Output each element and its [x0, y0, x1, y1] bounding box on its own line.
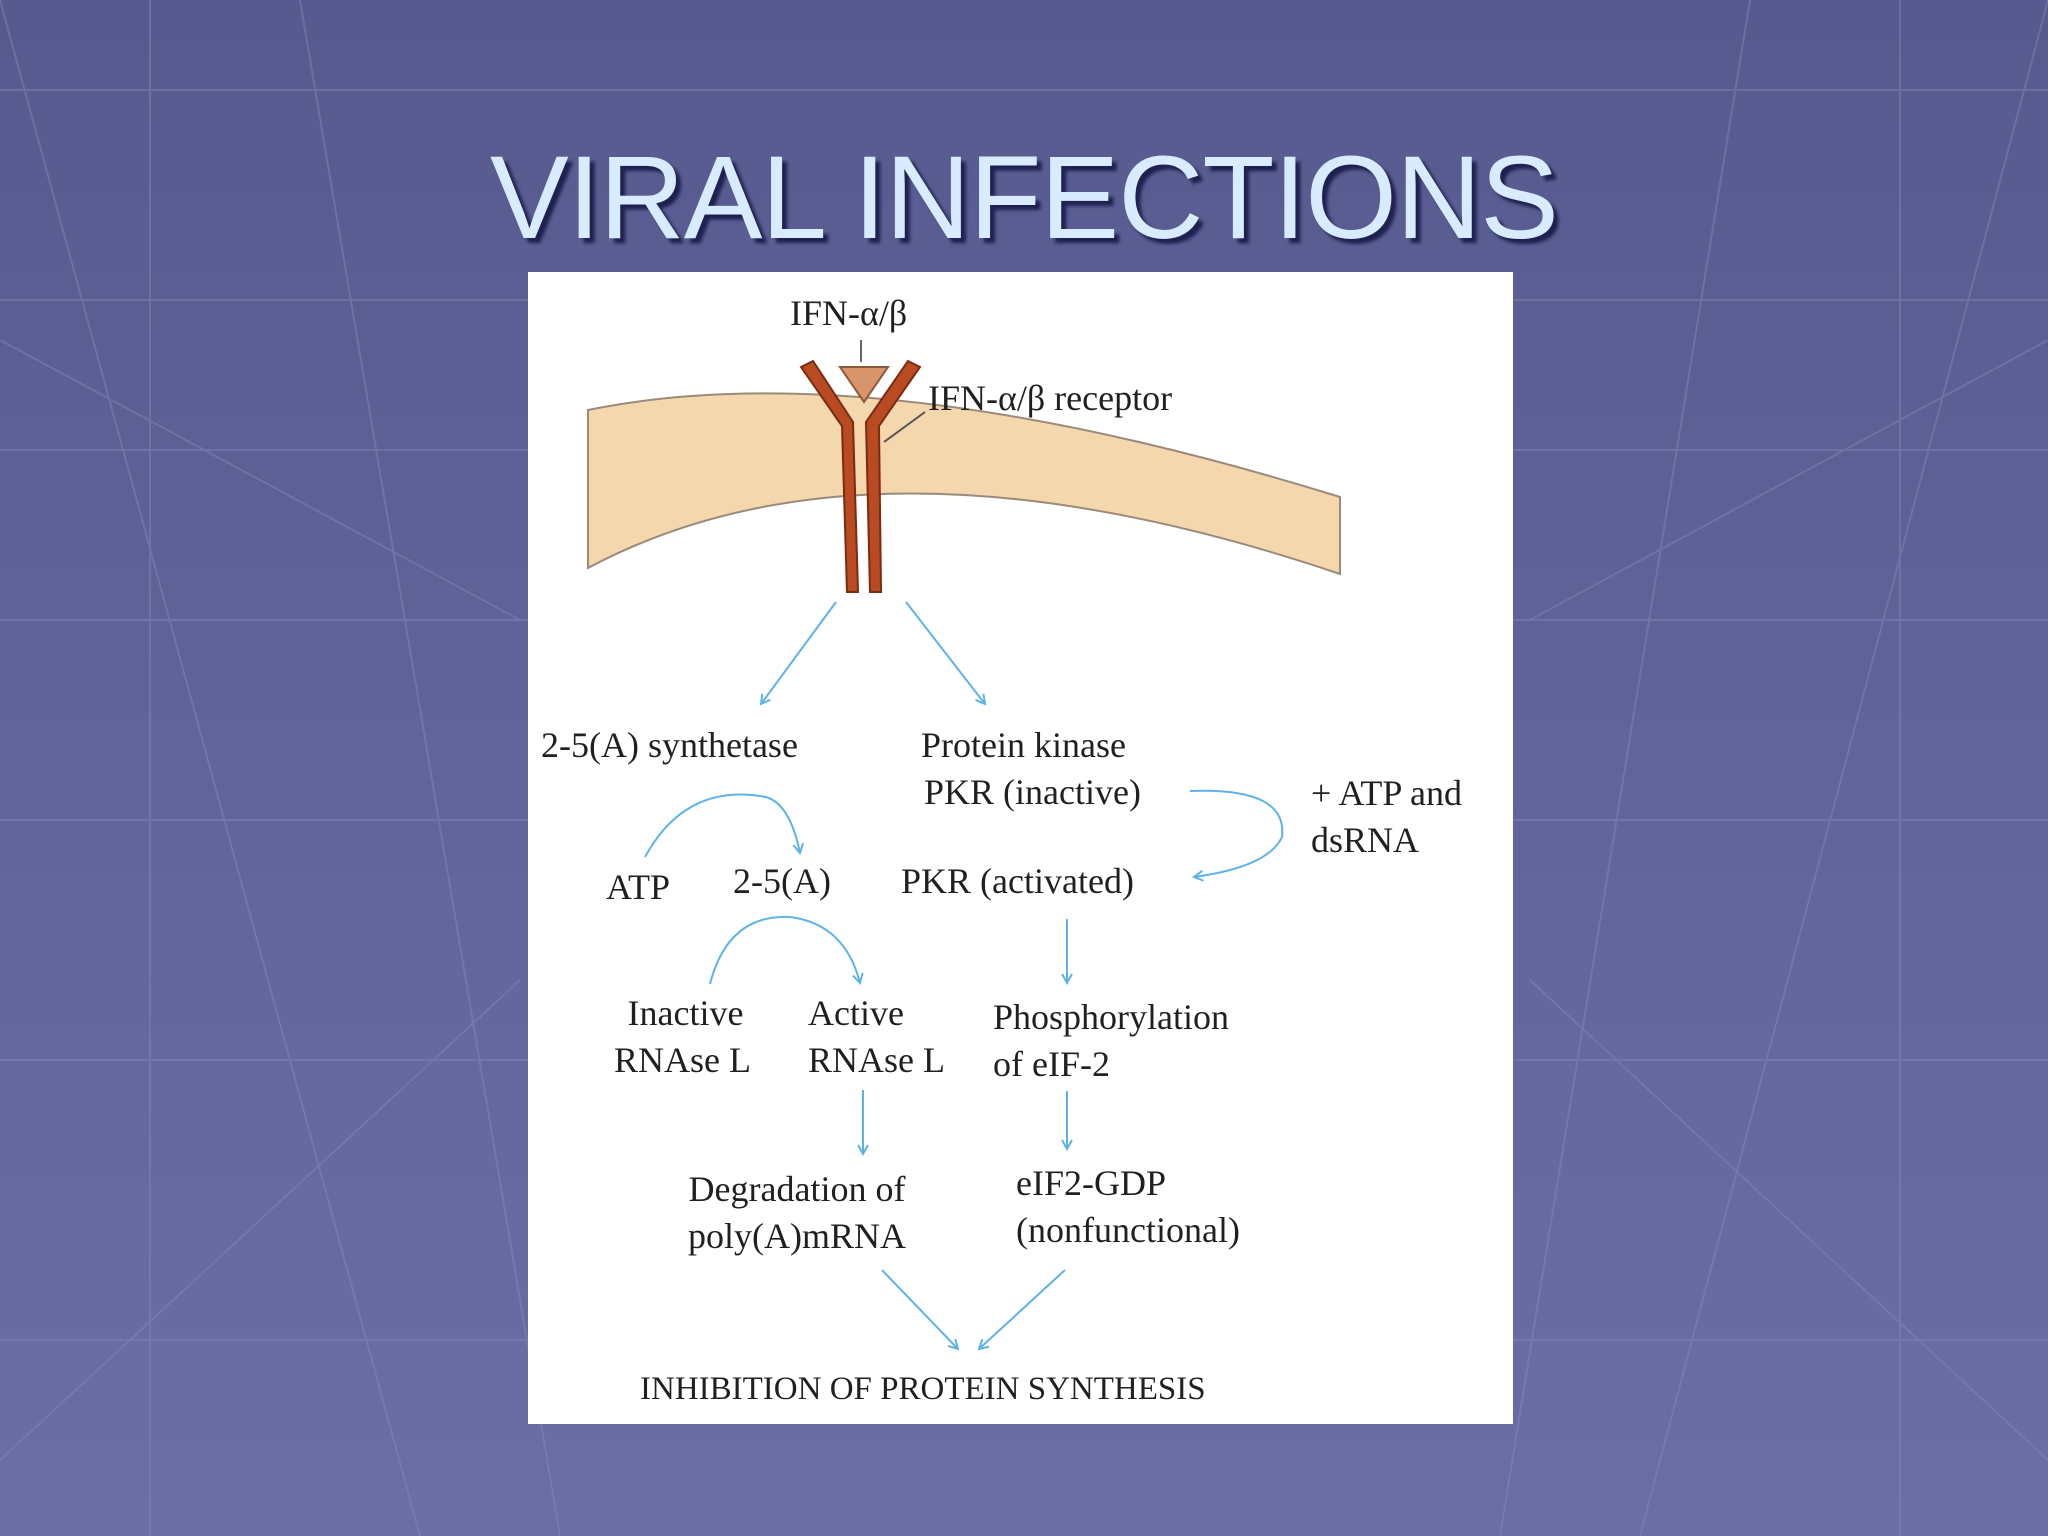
cofactor-label: + ATP and dsRNA: [1311, 773, 1462, 860]
outcome-label: INHIBITION OF PROTEIN SYNTHESIS: [640, 1371, 1206, 1407]
arrow-rnase-activation: [709, 915, 860, 984]
receptor-label: IFN-α/β receptor: [928, 378, 1173, 418]
pkr-inactive-label: Protein kinase PKR (inactive): [921, 725, 1141, 812]
ifn-receptor: [799, 359, 922, 593]
slide-title: VIRAL INFECTIONS: [489, 132, 1559, 264]
arrow-degradation-to-inhibition: [881, 1269, 958, 1349]
arrow-to-pkr: [905, 601, 985, 704]
pkr-activated-label: PKR (activated): [901, 861, 1134, 901]
eif2-gdp-label: eIF2-GDP (nonfunctional): [1016, 1163, 1240, 1250]
inactive-rnase-label: Inactive RNAse L: [614, 993, 751, 1080]
ligand-label: IFN-α/β: [790, 293, 908, 333]
product-25a-label: 2-5(A): [733, 861, 831, 901]
interferon-pathway-diagram: IFN-α/β IFN-α/β receptor 2-5(A) syntheta…: [528, 272, 1513, 1424]
atp-label: ATP: [606, 867, 671, 907]
phosphorylation-label: Phosphorylation of eIF-2: [993, 997, 1230, 1084]
degradation-label: Degradation of poly(A)mRNA: [688, 1169, 906, 1256]
active-rnase-label: Active RNAse L: [808, 993, 945, 1080]
pathway-arrows: [644, 601, 1284, 1349]
arrow-gdp-to-inhibition: [979, 1269, 1066, 1349]
receptor-leader-line: [883, 411, 926, 443]
cell-membrane: [587, 392, 1341, 576]
diagram-graphics: [587, 340, 1341, 1424]
arrow-atp-to-25a: [644, 793, 800, 858]
arrow-to-synthetase: [761, 601, 837, 704]
arrow-pkr-activation: [1189, 789, 1284, 877]
ifn-ligand: [838, 366, 890, 404]
synthetase-label: 2-5(A) synthetase: [541, 725, 798, 765]
